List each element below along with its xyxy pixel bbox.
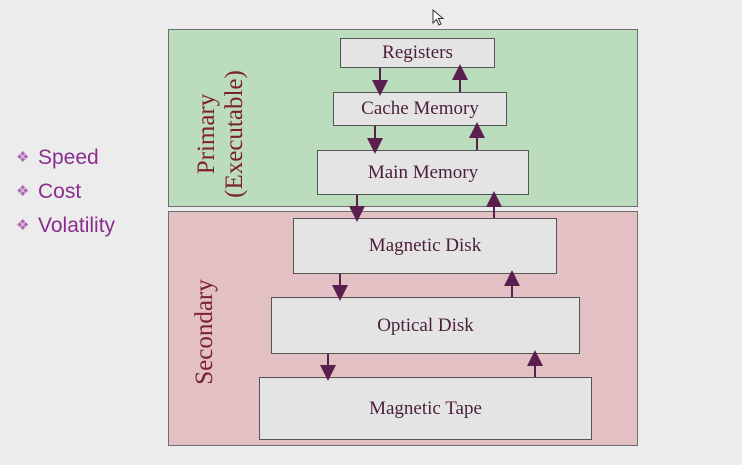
criteria-label: Volatility (38, 214, 116, 237)
magnetic-disk-box: Magnetic Disk (293, 218, 557, 274)
registers-box: Registers (340, 38, 495, 68)
primary-region-label: Primary (Executable) (193, 59, 253, 209)
magnetic-tape-box: Magnetic Tape (259, 377, 592, 440)
primary-label-line2: (Executable) (221, 70, 248, 198)
diamond-bullet-icon: ❖ (16, 217, 30, 234)
criteria-item-volatility: ❖ Volatility (16, 209, 115, 243)
mouse-cursor-icon (432, 9, 445, 26)
diamond-bullet-icon: ❖ (16, 183, 30, 200)
criteria-list: ❖ Speed ❖ Cost ❖ Volatility (16, 141, 115, 243)
criteria-label: Cost (38, 180, 82, 203)
main-memory-box: Main Memory (317, 150, 529, 195)
secondary-region-label: Secondary (191, 267, 223, 397)
optical-disk-box: Optical Disk (271, 297, 580, 354)
criteria-item-speed: ❖ Speed (16, 141, 115, 175)
secondary-label-text: Secondary (191, 279, 218, 385)
primary-label-line1: Primary (193, 93, 220, 175)
criteria-label: Speed (38, 146, 99, 169)
cache-memory-box: Cache Memory (333, 92, 507, 126)
criteria-item-cost: ❖ Cost (16, 175, 115, 209)
diamond-bullet-icon: ❖ (16, 149, 30, 166)
